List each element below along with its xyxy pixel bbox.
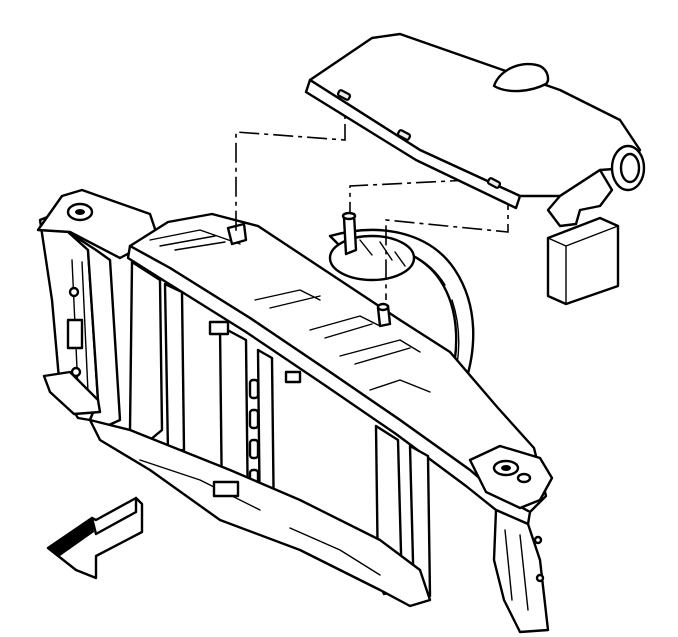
radiator-support: [36, 188, 554, 634]
fan-shroud-upper: [304, 32, 646, 306]
shroud-boss: [328, 234, 416, 282]
mounting-pin: [226, 211, 392, 328]
direction-arrow: [46, 496, 144, 580]
